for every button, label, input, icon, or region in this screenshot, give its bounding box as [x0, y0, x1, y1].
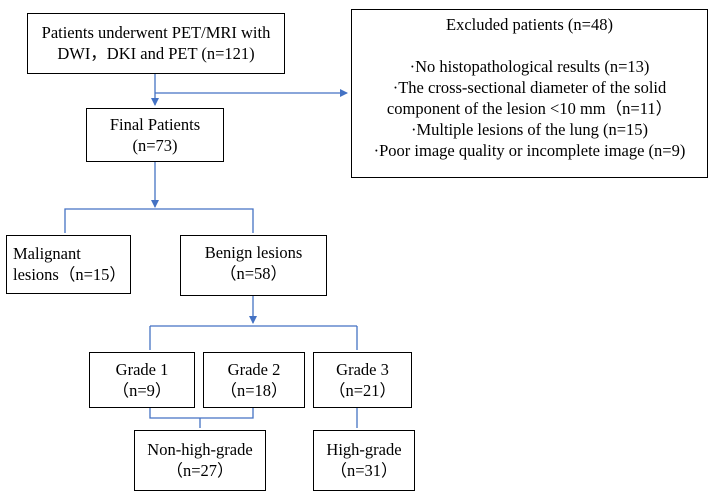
grade-1-line-2: （n=9） — [112, 381, 172, 400]
high-grade-box: High-grade （n=31） — [313, 430, 415, 491]
high-grade-line-1: High-grade — [326, 440, 402, 459]
excluded-item-multiple-lesions: ·Multiple lesions of the lung (n=15) — [410, 120, 649, 139]
connector-grade1-grade2-merge — [149, 408, 254, 419]
grade-2-line-2: （n=18） — [220, 381, 288, 400]
excluded-item-no-histopathology: ·No histopathological results (n=13) — [409, 57, 650, 76]
final-patients-box: Final Patients (n=73) — [86, 108, 224, 162]
grade-3-line-2: （n=21） — [328, 381, 397, 400]
malignant-line-1: Malignant — [13, 244, 81, 263]
benign-line-1: Benign lesions — [204, 243, 303, 262]
connector-split-malignant-benign — [64, 208, 254, 233]
final-line-2: (n=73) — [132, 136, 178, 155]
benign-lesions-box: Benign lesions （n=58） — [180, 235, 327, 296]
grade-2-box: Grade 2 （n=18） — [203, 352, 305, 408]
grade-1-line-1: Grade 1 — [115, 360, 169, 379]
malignant-line-2: lesions（n=15） — [13, 265, 126, 284]
excluded-patients-box: Excluded patients (n=48) ·No histopathol… — [351, 9, 708, 178]
excluded-item-diameter-line-2: component of the lesion <10 mm（n=11） — [386, 99, 673, 118]
enrolled-line-1: Patients underwent PET/MRI with — [41, 23, 271, 42]
excluded-item-diameter-line-1: ·The cross-sectional diameter of the sol… — [392, 78, 667, 97]
high-grade-line-2: （n=31） — [330, 461, 398, 480]
grade-1-box: Grade 1 （n=9） — [89, 352, 195, 408]
excluded-item-poor-image: ·Poor image quality or incomplete image … — [373, 141, 686, 160]
excluded-title: Excluded patients (n=48) — [446, 15, 613, 34]
enrolled-line-2: DWI，DKI and PET (n=121) — [57, 44, 255, 63]
final-line-1: Final Patients — [109, 115, 201, 134]
non-high-grade-line-1: Non-high-grade — [147, 440, 253, 459]
grade-3-box: Grade 3 （n=21） — [313, 352, 412, 408]
non-high-grade-line-2: （n=27） — [166, 461, 234, 480]
benign-line-2: （n=58） — [219, 264, 288, 283]
grade-3-line-1: Grade 3 — [336, 360, 389, 379]
non-high-grade-box: Non-high-grade （n=27） — [134, 430, 266, 491]
enrolled-patients-box: Patients underwent PET/MRI with DWI，DKI … — [27, 13, 285, 74]
malignant-lesions-box: Malignant lesions（n=15） — [6, 235, 131, 294]
grade-2-line-1: Grade 2 — [227, 360, 281, 379]
